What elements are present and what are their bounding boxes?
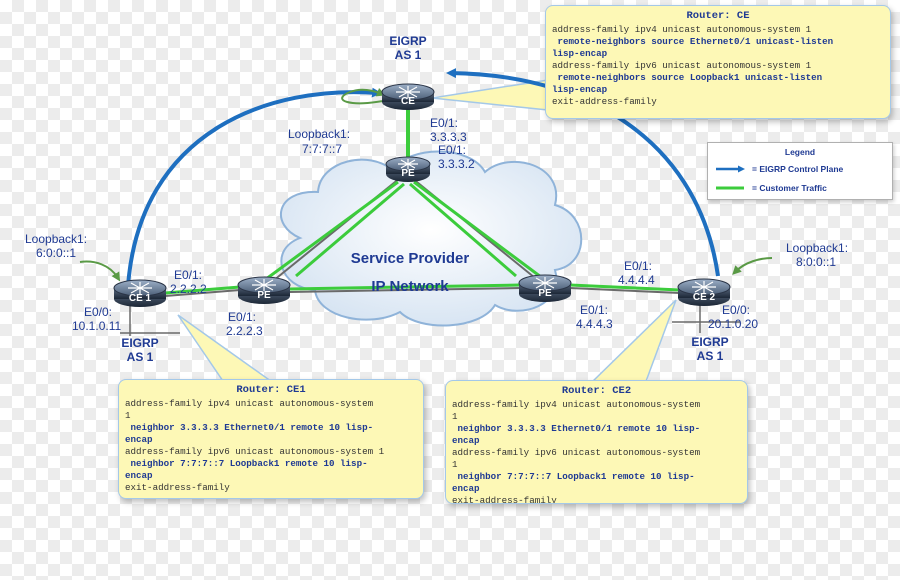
cloud-title-line1: Service Provider [350, 250, 470, 267]
legend-swatches [716, 165, 745, 190]
config-line: exit-address-family [125, 482, 230, 493]
config-line: 1 [452, 411, 458, 422]
traffic-pe-right-inner [409, 182, 517, 278]
config-line: 1 [452, 459, 458, 470]
link-ce1-pe-left [164, 289, 241, 297]
traffic-pe-left-pe-right [289, 283, 521, 291]
e01-top-pe-addr: 3.3.3.2 [438, 157, 475, 171]
callout-ce-config: address-family ipv4 unicast autonomous-s… [552, 24, 884, 108]
router-pe-left[interactable] [237, 276, 291, 304]
callout-ce1-title: Router: CE1 [236, 384, 306, 396]
legend-item-eigrp: = EIGRP Control Plane [752, 164, 844, 174]
config-line: lisp-encap [552, 84, 608, 95]
router-ce2[interactable] [677, 278, 731, 306]
e01-right-pe-addr: 4.4.4.4 [618, 273, 655, 287]
config-line: neighbor 7:7:7::7 Loopback1 remote 10 li… [452, 471, 695, 482]
legend-item-traffic: = Customer Traffic [752, 183, 827, 193]
router-pe-top[interactable] [385, 156, 431, 182]
e01-top-ce-addr: 3.3.3.3 [430, 130, 467, 144]
config-line: encap [125, 434, 153, 445]
config-line: encap [125, 470, 153, 481]
e00-left-addr: 10.1.0.11 [72, 319, 122, 333]
router-pe-top-label: PE [401, 168, 415, 179]
config-line: lisp-encap [552, 48, 608, 59]
e00-right-label: E0/0: [722, 303, 751, 317]
router-ce-top-label: CE [401, 96, 415, 107]
config-line: address-family ipv6 unicast autonomous-s… [552, 60, 812, 71]
traffic-pe-right-ce2 [569, 283, 681, 292]
eigrp-arc-ce1-to-ce [126, 87, 382, 287]
traffic-ce1-pe-left [164, 285, 241, 295]
loopback-top-addr: 7:7:7::7 [302, 142, 343, 156]
e01-left-ce-label: E0/1: [174, 268, 203, 282]
link-pe-left-pe-right [289, 287, 521, 293]
e01-left-pe-label: E0/1: [228, 310, 257, 324]
config-line: remote-neighbors source Ethernet0/1 unic… [552, 36, 834, 47]
loopback-left-addr: 6:0:0::1 [36, 246, 77, 260]
eigrp-arc-ce2-to-ce [446, 68, 720, 277]
router-ce1-label: CE 1 [128, 293, 152, 304]
loopback-top-label: Loopback1: [288, 127, 351, 141]
config-line: encap [452, 483, 480, 494]
config-line: remote-neighbors source Loopback1 unicas… [552, 72, 823, 83]
traffic-pe-right-pe-top [413, 180, 546, 282]
config-line: address-family ipv6 unicast autonomous-s… [125, 446, 385, 457]
legend-box: Legend = EIGRP Control Plane = Customer … [707, 142, 893, 200]
config-line: exit-address-family [552, 96, 657, 107]
as-right-label: AS 1 [696, 349, 724, 363]
callout-ce-pointer [431, 79, 549, 111]
as-left-label: AS 1 [126, 350, 154, 364]
callout-ce2-title: Router: CE2 [561, 385, 632, 397]
traffic-pe-left-inner [295, 182, 405, 278]
e01-left-ce-addr: 2.2.2.2 [170, 282, 207, 296]
as-top-label: AS 1 [394, 48, 422, 62]
eigrp-top-label: EIGRP [389, 34, 427, 48]
loopback-left-label: Loopback1: [25, 232, 88, 246]
config-line: neighbor 7:7:7::7 Loopback1 remote 10 li… [125, 458, 368, 469]
router-pe-right-label: PE [538, 288, 552, 299]
callout-router-ce2: Router: CE2 address-family ipv4 unicast … [445, 380, 748, 504]
callout-router-ce1: Router: CE1 address-family ipv4 unicast … [118, 379, 424, 499]
service-provider-cloud [280, 150, 583, 327]
loopback-arrow-ce2 [732, 257, 773, 275]
loopback-arrow-ce1 [79, 260, 121, 282]
e01-right-pe2-addr: 4.4.4.3 [576, 317, 613, 331]
router-ce-top[interactable] [381, 83, 435, 110]
config-line: encap [452, 435, 480, 446]
loopback-right-addr: 8:0:0::1 [796, 255, 837, 269]
config-line: exit-address-family [452, 495, 557, 504]
router-ce1[interactable] [113, 279, 167, 307]
eigrp-right-label: EIGRP [691, 335, 729, 349]
traffic-pe-left-pe-top [261, 180, 399, 284]
callout-ce-title: Router: CE [686, 10, 750, 22]
config-line: address-family ipv4 unicast autonomous-s… [125, 398, 374, 409]
callout-ce2-config: address-family ipv4 unicast autonomous-s… [452, 399, 741, 504]
legend-title: Legend [784, 147, 816, 157]
link-pe-right-ce2 [569, 287, 681, 294]
loopback-right-label: Loopback1: [786, 241, 849, 255]
e00-right-addr: 20.1.0.20 [708, 317, 759, 331]
e00-left-label: E0/0: [84, 305, 113, 319]
config-line: 1 [125, 410, 131, 421]
eigrp-left-label: EIGRP [121, 336, 159, 350]
config-line: neighbor 3.3.3.3 Ethernet0/1 remote 10 l… [452, 423, 701, 434]
config-line: address-family ipv4 unicast autonomous-s… [552, 24, 812, 35]
e01-top-ce-label: E0/1: [430, 116, 459, 130]
callout-router-ce: Router: CE address-family ipv4 unicast a… [545, 5, 891, 119]
e01-left-pe-addr: 2.2.2.3 [226, 324, 263, 338]
e01-right-pe-label: E0/1: [624, 259, 653, 273]
router-ce2-label: CE 2 [692, 292, 716, 303]
config-line: address-family ipv6 unicast autonomous-s… [452, 447, 701, 458]
cloud-title-line2: IP Network [371, 278, 449, 295]
router-pe-left-label: PE [257, 290, 271, 301]
router-pe-right[interactable] [518, 274, 572, 302]
e01-top-pe-label: E0/1: [438, 143, 467, 157]
loopback-arrow-ce [341, 87, 389, 105]
e01-right-pe2-label: E0/1: [580, 303, 609, 317]
config-line: address-family ipv4 unicast autonomous-s… [452, 399, 701, 410]
config-line: neighbor 3.3.3.3 Ethernet0/1 remote 10 l… [125, 422, 374, 433]
callout-ce1-config: address-family ipv4 unicast autonomous-s… [125, 398, 417, 494]
